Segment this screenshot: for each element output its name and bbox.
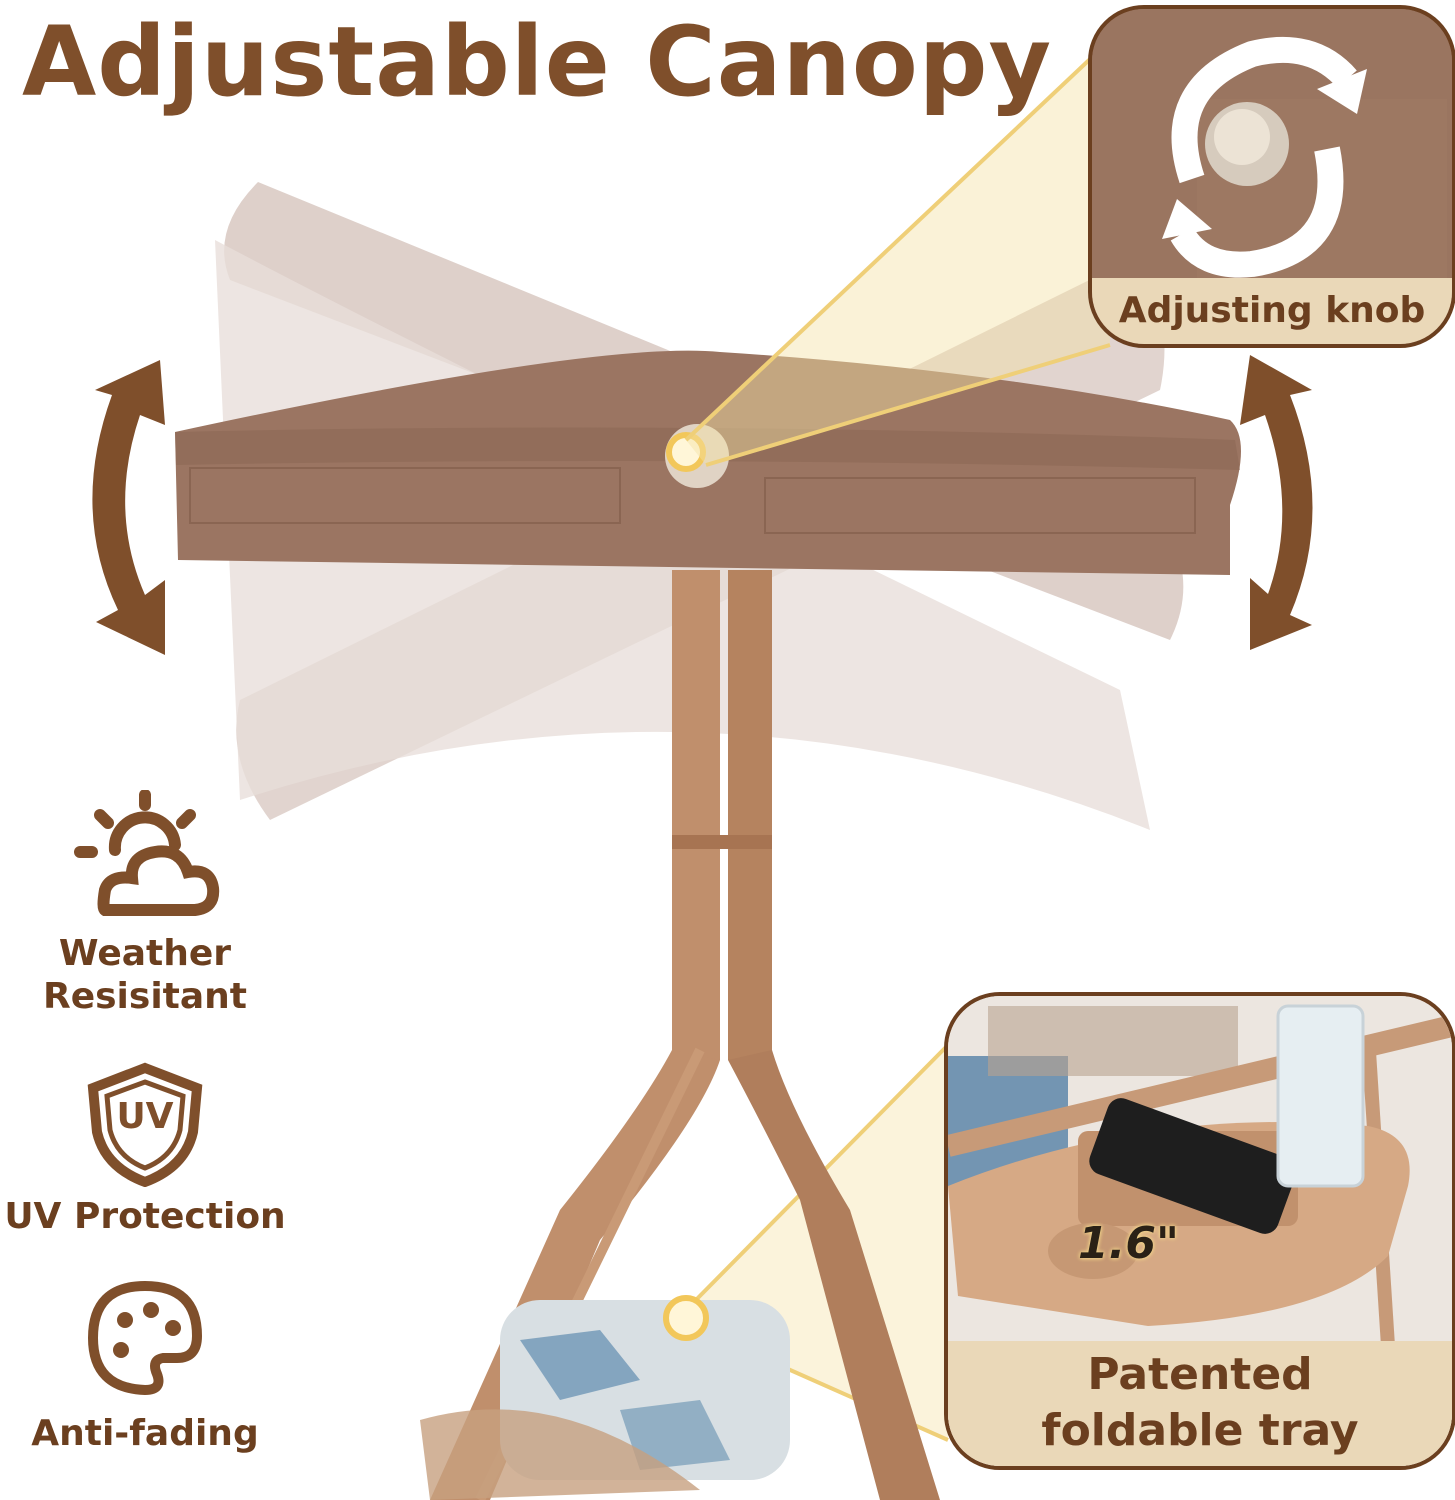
sun-cloud-icon <box>74 790 220 916</box>
frame-leg-right <box>728 1050 940 1500</box>
rotate-arrow-right <box>1240 355 1313 650</box>
feature-weather-line1: Weather <box>58 933 232 974</box>
page-title: Adjustable Canopy <box>22 6 1053 118</box>
feature-anti-fading-label: Anti-fading <box>31 1413 259 1454</box>
tray-depth-measure: 1.6" <box>1078 1218 1179 1269</box>
rotate-arrow-left <box>92 360 165 655</box>
tray-caption-line1: Patented <box>1087 1349 1313 1400</box>
palette-icon <box>87 1280 203 1396</box>
feature-weather-line2: Resisitant <box>42 976 247 1018</box>
knob-caption: Adjusting knob <box>1092 278 1452 344</box>
feature-uv-label: UV Protection <box>4 1196 286 1237</box>
uv-shield-icon <box>87 1062 203 1187</box>
foldable-tray-inset: 1.6" Patented foldable tray <box>944 992 1455 1470</box>
feature-uv: UV UV Protection <box>0 1062 290 1238</box>
tray-caption-line2: foldable tray <box>1041 1405 1359 1456</box>
uv-shield-text: UV <box>116 1096 174 1137</box>
adjusting-knob-inset: Adjusting knob <box>1088 5 1455 348</box>
tray-caption: Patented foldable tray <box>948 1341 1452 1466</box>
feature-anti-fading: Anti-fading <box>0 1278 290 1455</box>
rotate-arrows-icon <box>1170 36 1357 278</box>
feature-weather: Weather Resisitant <box>0 790 290 1018</box>
